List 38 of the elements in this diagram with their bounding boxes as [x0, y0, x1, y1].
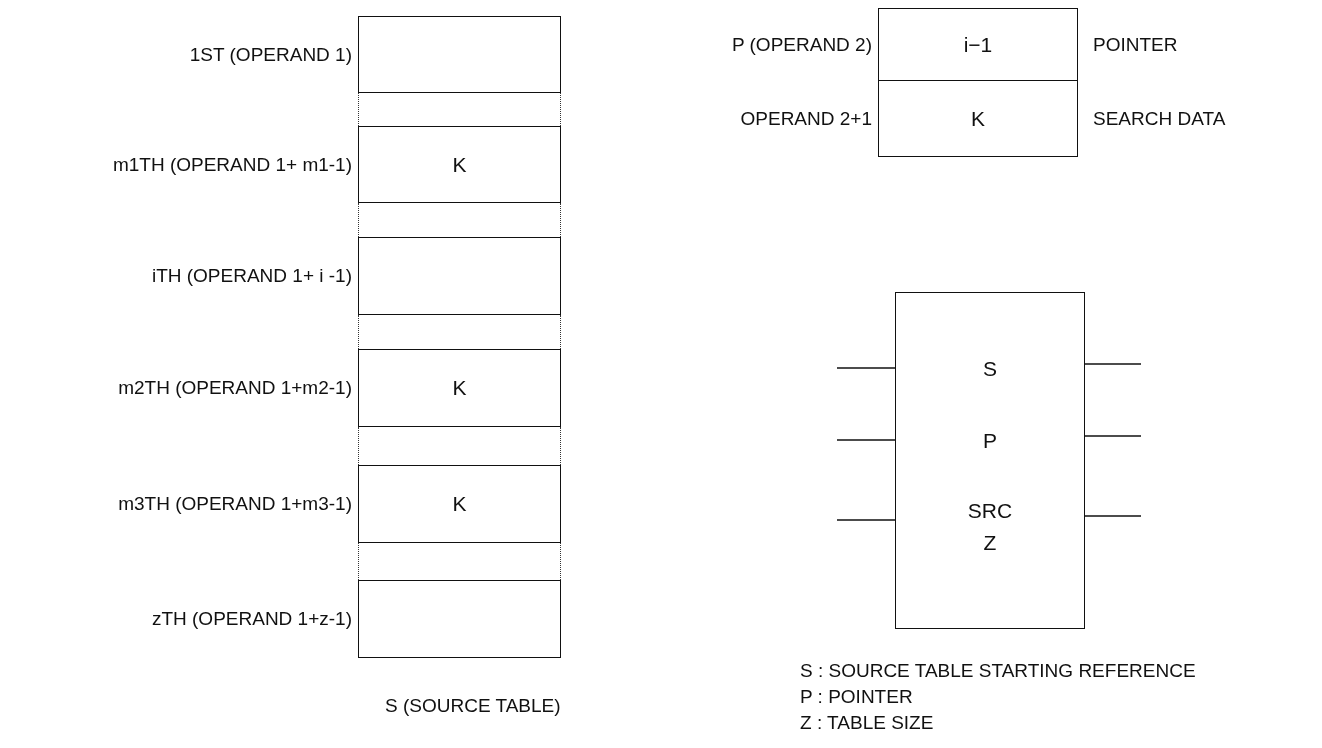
row-label: 1ST (OPERAND 1) [189, 43, 352, 66]
row-label: m3TH (OPERAND 1+m3-1) [118, 493, 352, 515]
legend-text: S : SOURCE TABLE STARTING REFERENCE [800, 660, 1196, 682]
cell-text: i−1 [962, 32, 994, 57]
register-cell [878, 8, 1078, 81]
row-label: POINTER [1093, 33, 1178, 56]
row-label: SEARCH DATA [1093, 107, 1226, 130]
legend-text: Z : TABLE SIZE [800, 712, 934, 734]
row-label: m2TH (OPERAND 1+m2-1) [118, 377, 352, 399]
row-label: m1TH (OPERAND 1+ m1-1) [112, 153, 352, 176]
row-label: OPERAND 2+1 [740, 107, 872, 130]
empty-memory-cell [358, 16, 561, 93]
pin-line [1084, 515, 1142, 517]
pin-line [836, 519, 896, 521]
memory-cell [358, 349, 561, 427]
function-block [895, 292, 1085, 629]
row-label: zTH (OPERAND 1+z-1) [151, 608, 352, 630]
table-caption: S (SOURCE TABLE) [385, 695, 561, 717]
row-label: iTH (OPERAND 1+ i -1) [151, 265, 352, 287]
legend-text: P : POINTER [800, 686, 913, 708]
cell-text: K [451, 152, 468, 177]
pin-line [1084, 363, 1142, 365]
pin-line [836, 367, 896, 369]
row-label: P (OPERAND 2) [731, 33, 872, 56]
pin-line [836, 439, 896, 441]
empty-memory-cell [358, 237, 561, 315]
cell-text: Z [982, 531, 998, 555]
memory-cell [358, 126, 561, 203]
cell-text: P [982, 429, 998, 453]
pin-line [1084, 435, 1142, 437]
memory-cell [358, 465, 561, 543]
cell-text: SRC [966, 499, 1014, 523]
empty-memory-cell [358, 580, 561, 658]
cell-text: K [451, 492, 468, 516]
cell-text: S [982, 357, 998, 381]
cell-text: K [451, 376, 468, 400]
register-cell [878, 80, 1078, 157]
cell-text: K [970, 106, 986, 131]
